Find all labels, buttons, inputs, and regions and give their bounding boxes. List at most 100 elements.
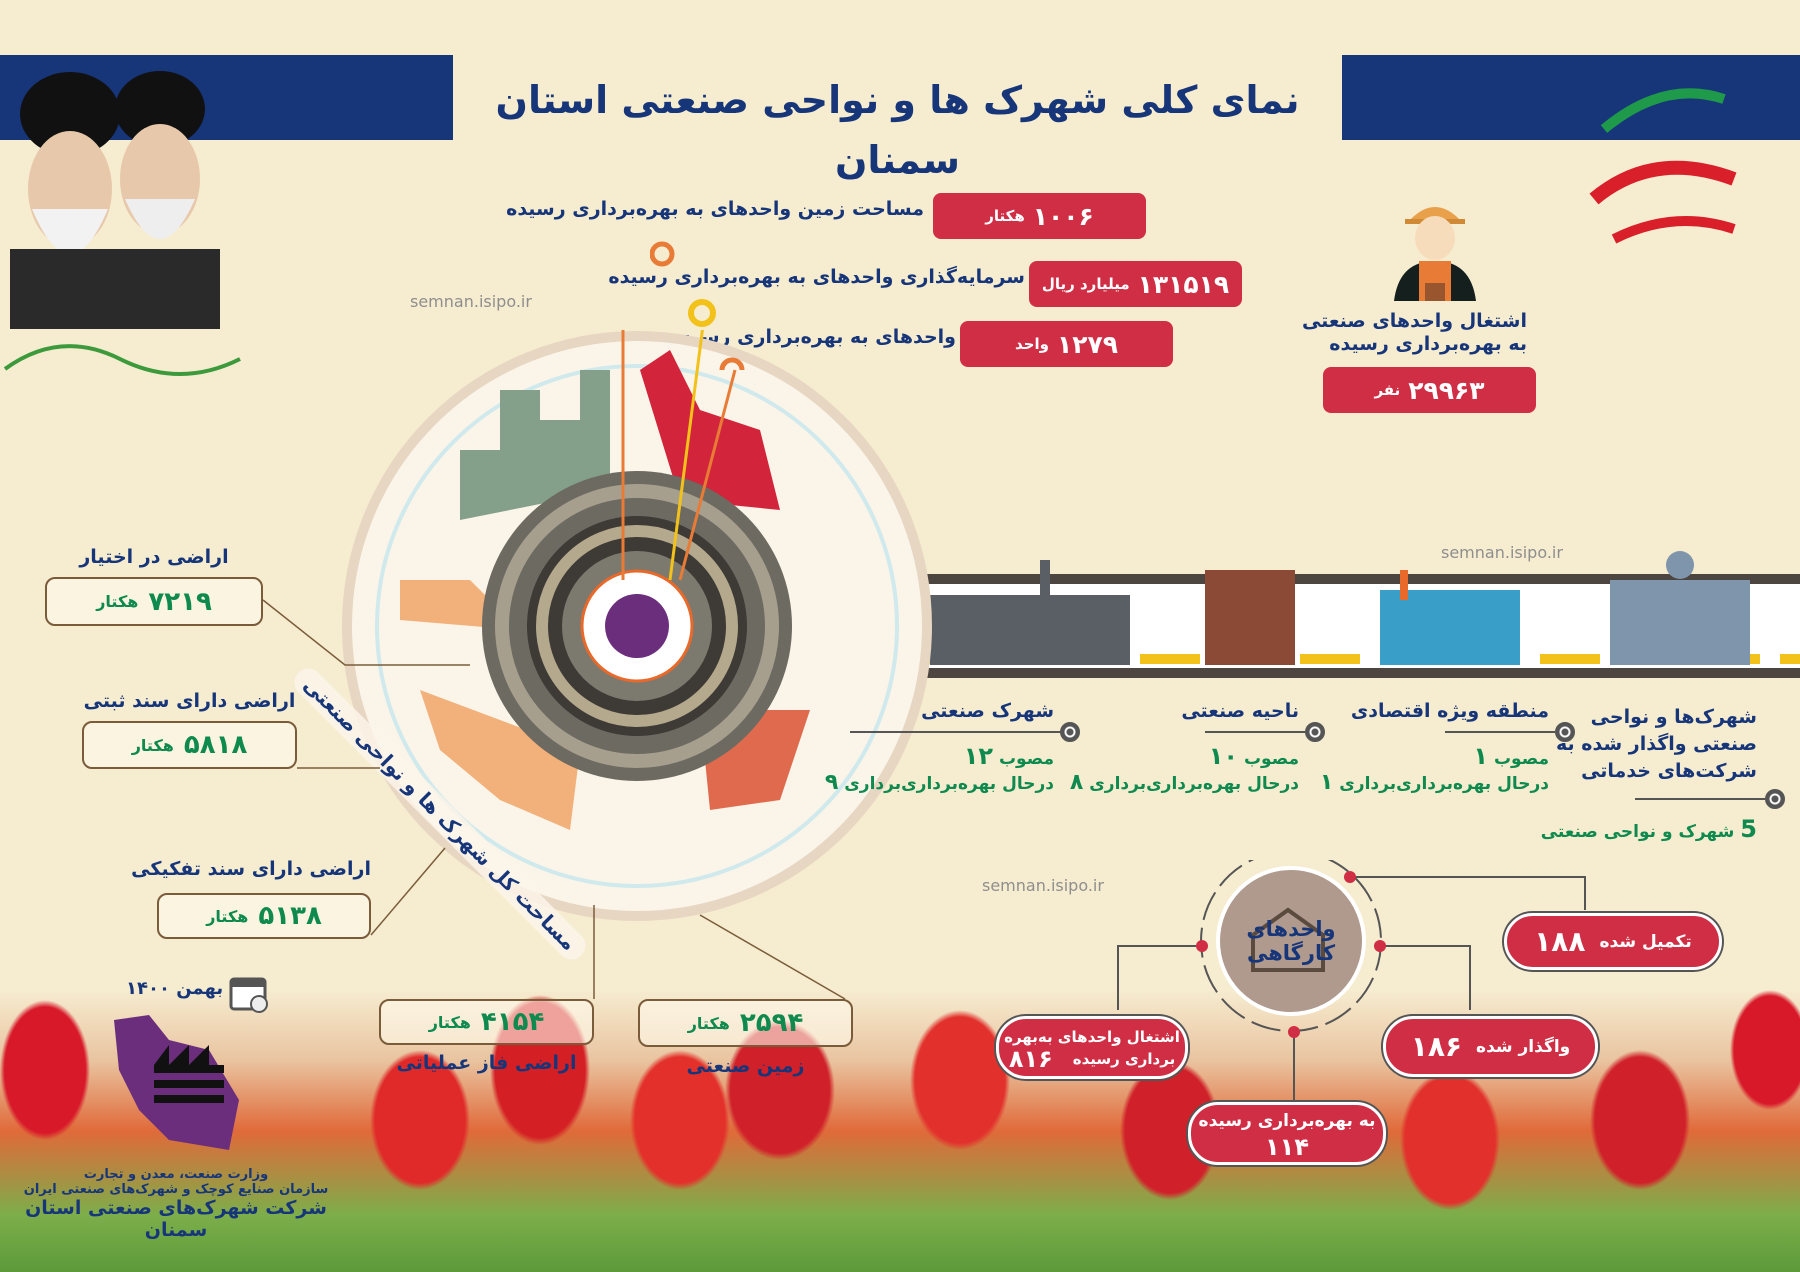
category-title: شهرک صنعتی	[921, 700, 1054, 722]
label: واگذار شده	[1476, 1036, 1571, 1057]
unit: هکتار	[96, 592, 139, 611]
category-service-companies: شهرک‌ها و نواحی صنعتی واگذار شده به شرکت‌ه…	[1541, 704, 1785, 843]
stat-investment: ۱۳۱۵۱۹ میلیارد ریال	[1029, 261, 1242, 307]
approved-label: مصوب	[1493, 749, 1549, 769]
leaders-portrait	[3, 71, 241, 376]
label: تکمیل شده	[1599, 931, 1692, 952]
service-count-label: شهرک و نواحی صنعتی	[1540, 822, 1735, 842]
land-label-available: اراضی در اختیار	[79, 546, 229, 568]
unit: هکتار	[131, 735, 174, 755]
value: ۱۸۸	[1534, 925, 1586, 958]
stat-label-units: واحدهای به بهره‌برداری رسیده	[670, 326, 956, 348]
approved-label: مصوب	[1243, 749, 1299, 769]
land-subdivided: ۵۱۳۸ هکتار	[157, 893, 371, 939]
value: ۲۵۹۴	[739, 1008, 804, 1038]
unit: هکتار	[687, 1013, 730, 1033]
value: ۱۲۷۹	[1056, 329, 1118, 359]
watermark: semnan.isipo.ir	[410, 292, 532, 311]
unit: واحد	[1015, 335, 1049, 353]
land-radial-graphic	[342, 330, 932, 921]
label: به بهره‌برداری رسیده	[1198, 1110, 1376, 1131]
category-industrial-zone: ناحیه صنعتی مصوب ۱۰ درحال بهره‌برداری‌بر…	[1070, 700, 1325, 795]
watermark: semnan.isipo.ir	[1441, 543, 1563, 562]
isipo-logo	[114, 1015, 239, 1150]
land-label-operational-phase: اراضی فاز عملیاتی	[396, 1052, 577, 1074]
value: ۱۱۴	[1265, 1132, 1309, 1161]
stat-units: ۱۲۷۹ واحد	[960, 321, 1173, 367]
operating-value: ۸	[1069, 770, 1084, 795]
label: برداری رسیده	[1072, 1049, 1176, 1068]
workshop-assigned: واگذار شده ۱۸۶	[1383, 1016, 1598, 1077]
org-line2: سازمان صنایع کوچک و شهرک‌های صنعتی ایران	[23, 1182, 329, 1197]
workshop-employment: اشتغال واحدهای به‌بهره برداری رسیده ۸۱۶	[996, 1016, 1188, 1079]
operating-label: درحال بهره‌برداری‌برداری	[844, 774, 1054, 794]
land-available: ۷۲۱۹ هکتار	[45, 577, 263, 626]
watermark: semnan.isipo.ir	[982, 876, 1104, 895]
land-label-industrial: زمین صنعتی	[686, 1055, 805, 1077]
employment-label-line1: اشتغال واحدهای صنعتی	[1301, 310, 1527, 332]
land-connector-lines	[262, 599, 846, 1000]
workshop-connectors	[1117, 860, 1586, 1100]
stat-label-land-area: مساحت زمین واحدهای به بهره‌برداری رسیده	[506, 198, 924, 220]
value: ۵۸۱۸	[183, 730, 248, 760]
operating-label: درحال بهره‌برداری‌برداری	[1089, 774, 1299, 794]
value: ۸۱۶	[1008, 1044, 1053, 1073]
approved-label: مصوب	[998, 749, 1054, 769]
workshop-units-badge: واحدهای کارگاهی	[1216, 866, 1366, 1016]
workshop-completed: تکمیل شده ۱۸۸	[1504, 913, 1722, 970]
value: ۱۰۰۶	[1032, 201, 1094, 231]
org-line1: وزارت صنعت، معدن و تجارت	[83, 1167, 269, 1182]
page-title: نمای کلی شهرک ها و نواحی صنعتی استان سمن…	[495, 78, 1300, 182]
land-industrial: ۲۵۹۴ هکتار	[638, 999, 853, 1047]
approved-value: ۱۰	[1208, 742, 1239, 770]
employment-label-line2: به بهره‌برداری رسیده	[1329, 333, 1527, 355]
value: ۷۲۱۹	[148, 586, 212, 617]
pin-markers	[650, 241, 745, 370]
approved-value: ۱۲	[963, 742, 994, 770]
report-date: بهمن ۱۴۰۰	[126, 978, 224, 999]
service-line3: شرکت‌های خدماتی	[1581, 760, 1757, 782]
target-icon	[1060, 722, 1080, 742]
target-icon	[1305, 722, 1325, 742]
operating-value: ۱	[1319, 770, 1334, 795]
house-icon	[1251, 907, 1325, 972]
service-line1: شهرک‌ها و نواحی	[1590, 706, 1757, 728]
land-operational-phase: ۴۱۵۴ هکتار	[379, 999, 594, 1045]
operating-value: ۹	[824, 770, 839, 795]
org-block: وزارت صنعت، معدن و تجارت سازمان صنایع کو…	[6, 1167, 346, 1241]
category-special-economic-zone: منطقه ویژه اقتصادی مصوب ۱ درحال بهره‌برد…	[1320, 700, 1575, 795]
label: اشتغال واحدهای به‌بهره	[1004, 1027, 1180, 1046]
unit: نفر	[1374, 381, 1401, 399]
value: ۱۸۶	[1410, 1030, 1463, 1063]
employment-value-box: ۲۹۹۶۳ نفر	[1323, 367, 1536, 413]
land-label-registered: اراضی دارای سند ثبتی	[83, 690, 296, 712]
value: ۱۳۱۵۱۹	[1137, 269, 1230, 299]
target-icon	[1555, 722, 1575, 742]
value: ۵۱۳۸	[258, 901, 322, 931]
fajr-anniversary-logo	[1589, 88, 1737, 244]
category-title: منطقه ویژه اقتصادی	[1350, 700, 1549, 722]
land-label-subdivided: اراضی دارای سند تفکیکی	[131, 858, 371, 880]
land-registered: ۵۸۱۸ هکتار	[82, 721, 297, 769]
value: ۲۹۹۶۳	[1408, 375, 1485, 405]
stat-land-area: ۱۰۰۶ هکتار	[933, 193, 1146, 239]
value: ۴۱۵۴	[480, 1007, 545, 1037]
approved-value: ۱	[1473, 742, 1489, 770]
workshop-title-line1: واحدهای	[1246, 917, 1336, 941]
unit: میلیارد ریال	[1041, 275, 1130, 293]
operating-label: درحال بهره‌برداری‌برداری	[1339, 774, 1549, 794]
unit: هکتار	[428, 1012, 471, 1032]
workshop-title-line2: کارگاهی	[1246, 941, 1336, 965]
category-industrial-town: شهرک صنعتی مصوب ۱۲ درحال بهره‌برداری‌برد…	[825, 700, 1080, 795]
target-icon	[1765, 789, 1785, 809]
unit: هکتار	[985, 207, 1025, 225]
service-line2: صنعتی واگذار شده به	[1556, 733, 1757, 755]
org-line3: شرکت شهرک‌های صنعتی استان سمنان	[25, 1197, 327, 1241]
category-title: ناحیه صنعتی	[1181, 700, 1299, 722]
worker-icon	[1394, 207, 1476, 301]
calendar-icon	[229, 977, 268, 1013]
unit: هکتار	[206, 906, 249, 926]
service-count: 5	[1740, 815, 1757, 843]
